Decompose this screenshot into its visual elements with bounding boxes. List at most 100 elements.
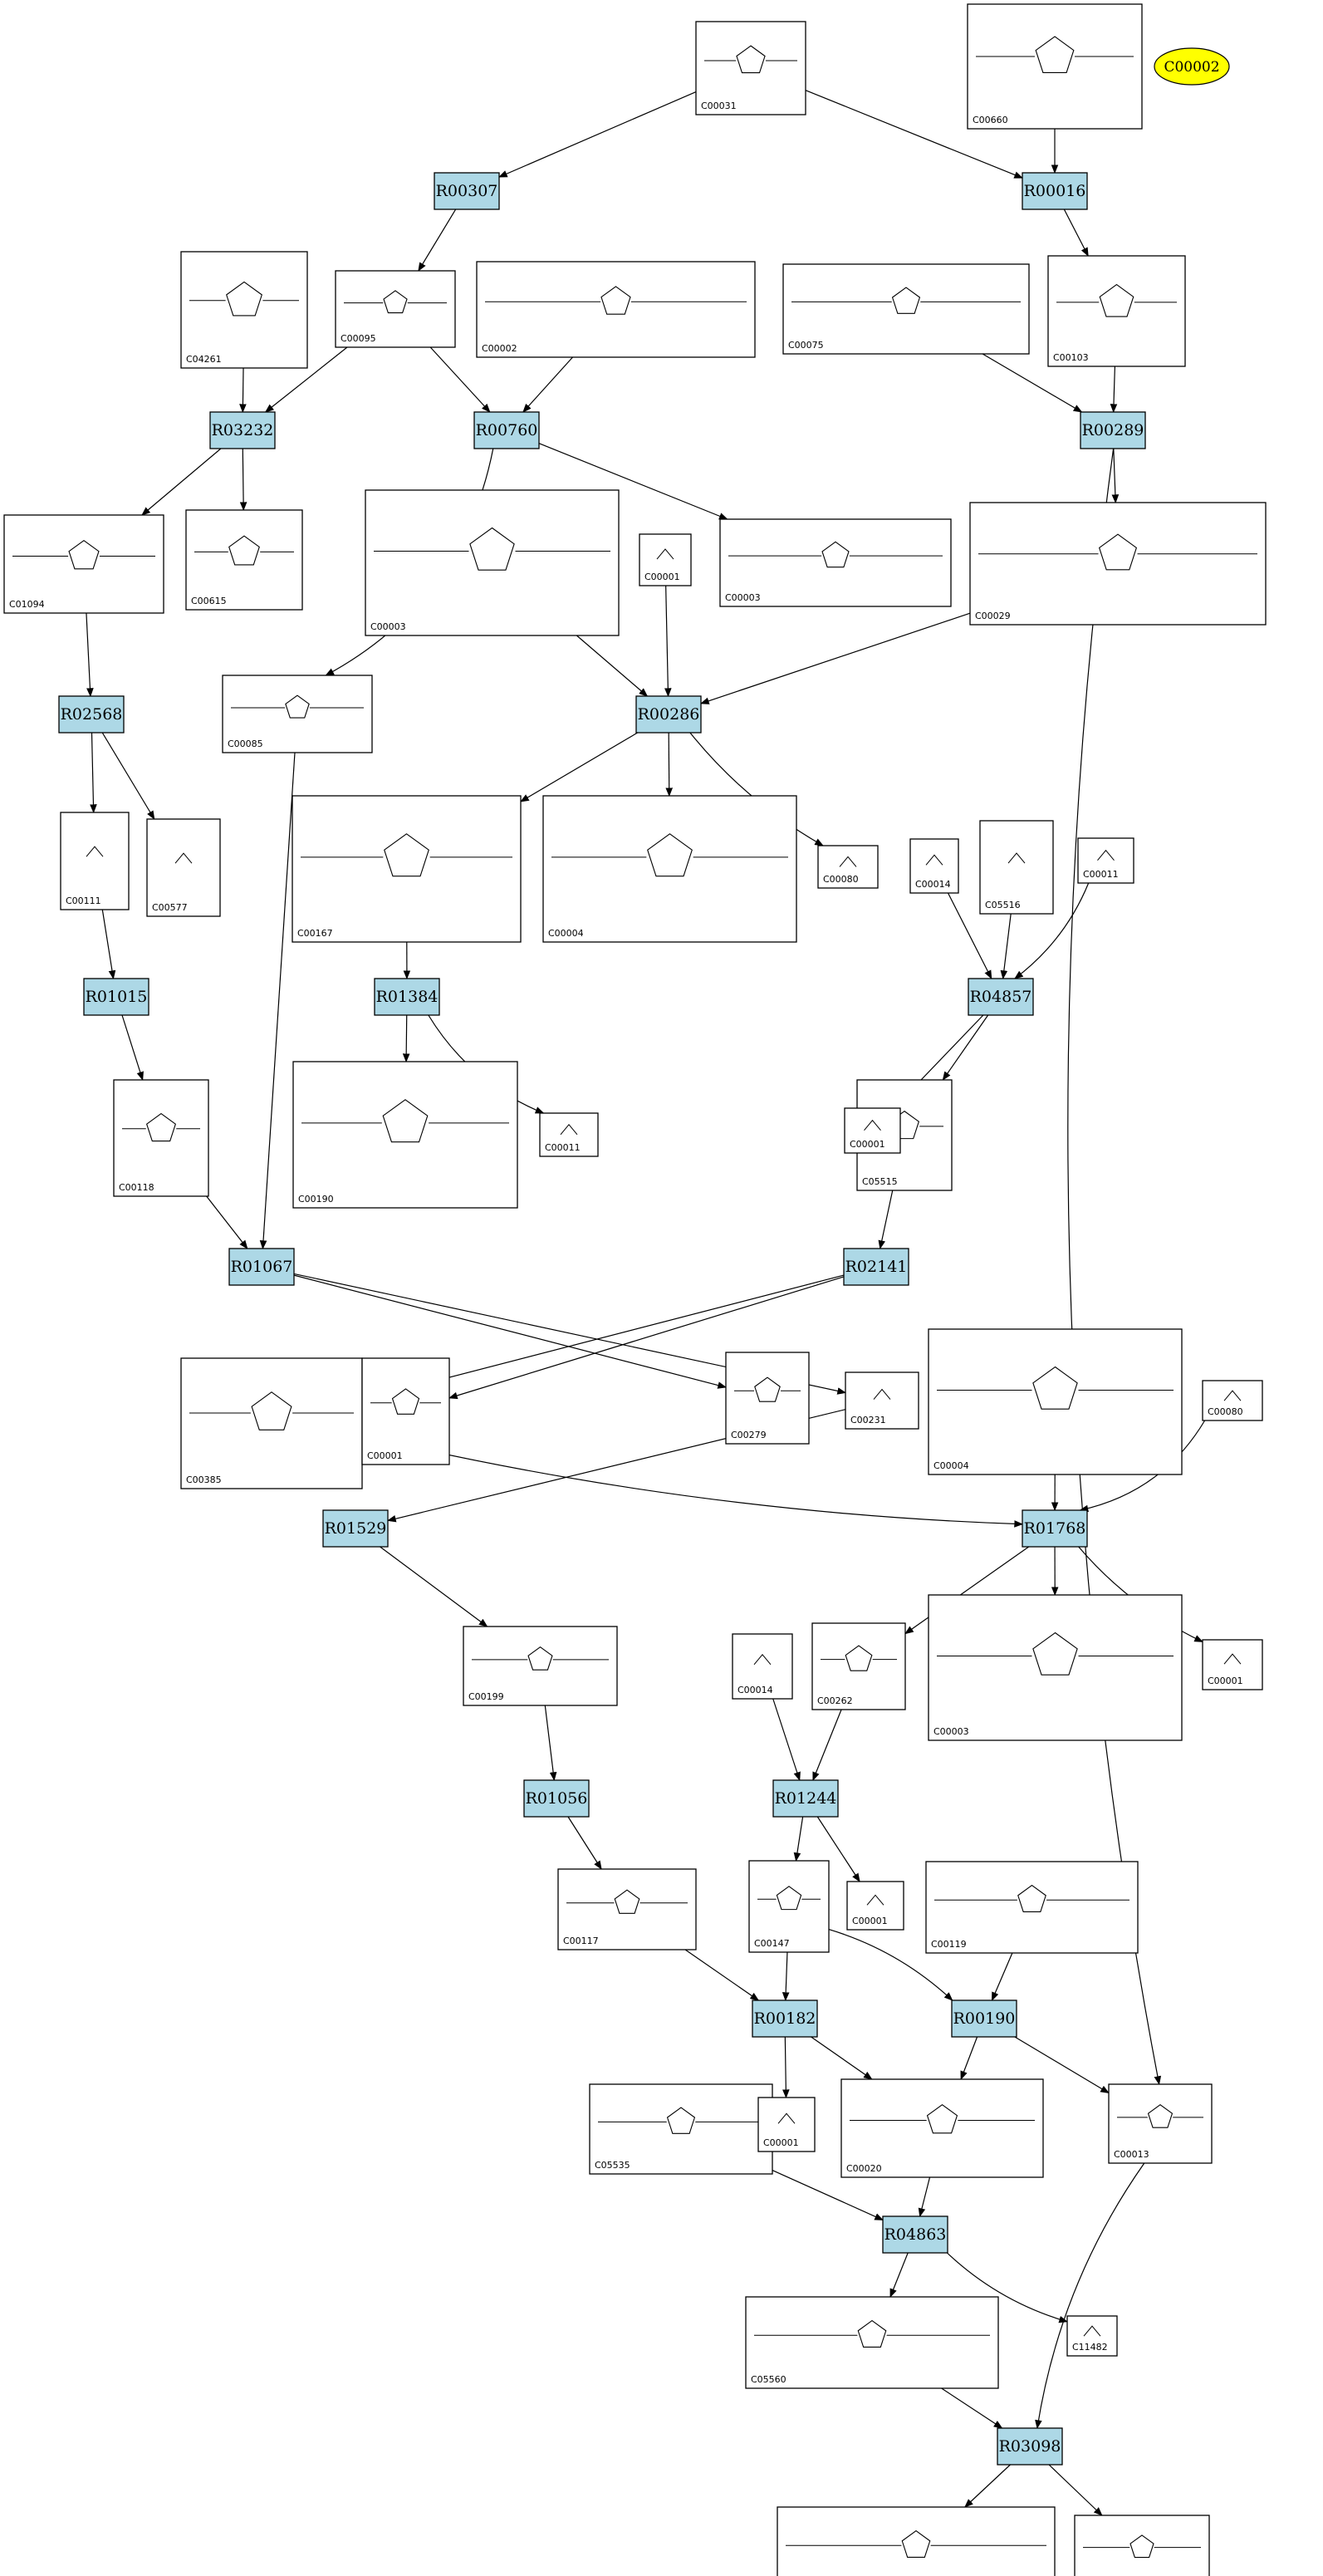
reaction-node[interactable]: R01067	[228, 1248, 295, 1286]
compound-node[interactable]: C00117	[557, 1868, 697, 1950]
compound-node[interactable]: C00147	[748, 1860, 830, 1953]
compound-node[interactable]: C00004	[928, 1328, 1183, 1475]
compound-node[interactable]: C00001	[757, 2097, 816, 2152]
compound-node[interactable]: C00118	[113, 1079, 209, 1197]
edge-arrow	[418, 209, 457, 272]
compound-node[interactable]: C00001	[361, 1357, 450, 1465]
compound-node[interactable]: C00001	[846, 1881, 904, 1931]
reaction-node[interactable]: R04863	[882, 2215, 948, 2254]
reaction-node[interactable]: R02568	[58, 695, 125, 734]
compound-node[interactable]: C00075	[782, 263, 1030, 355]
structure-bonds	[86, 846, 104, 857]
edge-arrow	[544, 1705, 557, 1782]
compound-node[interactable]: C00003	[719, 518, 952, 607]
reaction-node[interactable]: R02141	[843, 1248, 909, 1286]
reaction-box	[322, 1509, 389, 1548]
compound-node[interactable]: C00577	[146, 818, 221, 917]
reaction-box	[997, 2427, 1063, 2466]
compound-box	[589, 2083, 773, 2175]
structure-bonds	[925, 854, 943, 866]
compound-label: C00011	[1083, 869, 1119, 880]
compound-node[interactable]: C00003	[365, 489, 620, 636]
reaction-node[interactable]: R01529	[322, 1509, 389, 1548]
reaction-node[interactable]: R00289	[1080, 411, 1146, 449]
compound-node[interactable]: C00020	[840, 2078, 1044, 2178]
compound-node[interactable]: C00029	[969, 502, 1267, 626]
compound-node[interactable]: C00080	[1202, 1380, 1263, 1421]
compound-node[interactable]: C00004	[542, 795, 797, 943]
reaction-node[interactable]: R00286	[635, 695, 702, 734]
compound-node[interactable]: C00119	[925, 1861, 1139, 1954]
reaction-node[interactable]: R01015	[83, 978, 149, 1016]
edge-arrow	[918, 2176, 931, 2218]
compound-node[interactable]: C00011	[539, 1112, 599, 1157]
structure-bonds	[777, 2112, 796, 2124]
reaction-node[interactable]: R01768	[1022, 1509, 1088, 1548]
compound-node[interactable]: C00190	[292, 1061, 518, 1209]
compound-label: C00013	[1114, 2149, 1149, 2160]
structure-ring	[614, 1889, 640, 1914]
compound-node[interactable]: C00080	[817, 845, 879, 889]
compound-node[interactable]: C00956	[1074, 2515, 1210, 2576]
compound-node[interactable]: C00660	[967, 3, 1143, 130]
edge-arrow	[361, 1435, 1024, 1528]
compound-box	[222, 675, 373, 753]
compound-node[interactable]: C00002	[476, 261, 756, 358]
compound-node[interactable]: C01094	[3, 514, 164, 614]
compound-node[interactable]: C05535	[589, 2083, 773, 2175]
compound-node[interactable]: C04261	[180, 251, 308, 369]
compound-node[interactable]: C00001	[844, 1107, 901, 1154]
compound-label: C05515	[862, 1176, 898, 1187]
compound-box	[1066, 2315, 1118, 2357]
compound-node[interactable]: C05560	[745, 2296, 999, 2389]
compound-node[interactable]: C00167	[292, 795, 522, 943]
edge-arrow	[664, 585, 672, 698]
compound-node[interactable]: C00199	[463, 1626, 618, 1706]
compound-node[interactable]: C00231	[845, 1371, 919, 1430]
reaction-box	[83, 978, 149, 1016]
reaction-node[interactable]: R03232	[209, 411, 276, 449]
compound-box	[335, 270, 456, 348]
compound-node[interactable]: C00014	[732, 1633, 793, 1700]
reaction-box	[58, 695, 125, 734]
compound-node[interactable]: C00001	[1202, 1639, 1263, 1690]
compound-node[interactable]: C00002	[777, 2506, 1056, 2576]
compound-node[interactable]: C00615	[185, 509, 303, 611]
compound-box	[1047, 255, 1186, 367]
compound-node[interactable]: C00262	[811, 1622, 906, 1710]
compound-node[interactable]: C00085	[222, 675, 373, 753]
highlight-oval-node[interactable]: C00002	[1154, 47, 1230, 86]
edge-arrow	[520, 732, 638, 802]
compound-node[interactable]: C05516	[979, 820, 1054, 915]
compound-label: C00001	[1208, 1676, 1243, 1686]
compound-node[interactable]: C00103	[1047, 255, 1186, 367]
reaction-node[interactable]: R03098	[997, 2427, 1063, 2466]
compound-node[interactable]: C00001	[639, 533, 692, 586]
compound-node[interactable]: C00385	[180, 1357, 363, 1489]
reaction-node[interactable]: R01244	[772, 1779, 839, 1818]
compound-node[interactable]: C00013	[1108, 2083, 1213, 2164]
reaction-node[interactable]: R01056	[523, 1779, 590, 1818]
reaction-node[interactable]: R00760	[473, 411, 540, 449]
reaction-node[interactable]: R00016	[1022, 172, 1088, 210]
reaction-node[interactable]: R00182	[752, 1999, 818, 2038]
compound-label: C00111	[66, 895, 101, 906]
compound-label: C00011	[545, 1142, 581, 1153]
reaction-box	[752, 1999, 818, 2038]
reaction-node[interactable]: R00190	[951, 1999, 1017, 2038]
compound-node[interactable]: C00014	[909, 838, 959, 894]
compound-node[interactable]: C11482	[1066, 2315, 1118, 2357]
reaction-node[interactable]: R00307	[434, 172, 500, 210]
compound-node[interactable]: C00095	[335, 270, 456, 348]
compound-label: C00119	[931, 1939, 967, 1950]
compound-node[interactable]: C00031	[695, 21, 806, 115]
compound-node[interactable]: C00011	[1077, 837, 1134, 884]
compound-box	[811, 1622, 906, 1710]
reaction-node[interactable]: R01384	[374, 978, 440, 1016]
compound-node[interactable]: C00279	[725, 1352, 810, 1445]
reaction-node[interactable]: R04857	[968, 978, 1034, 1016]
compound-box	[146, 818, 221, 917]
compound-node[interactable]: C00003	[928, 1594, 1183, 1741]
structure-ring	[251, 1391, 292, 1430]
compound-node[interactable]: C00111	[60, 812, 130, 910]
